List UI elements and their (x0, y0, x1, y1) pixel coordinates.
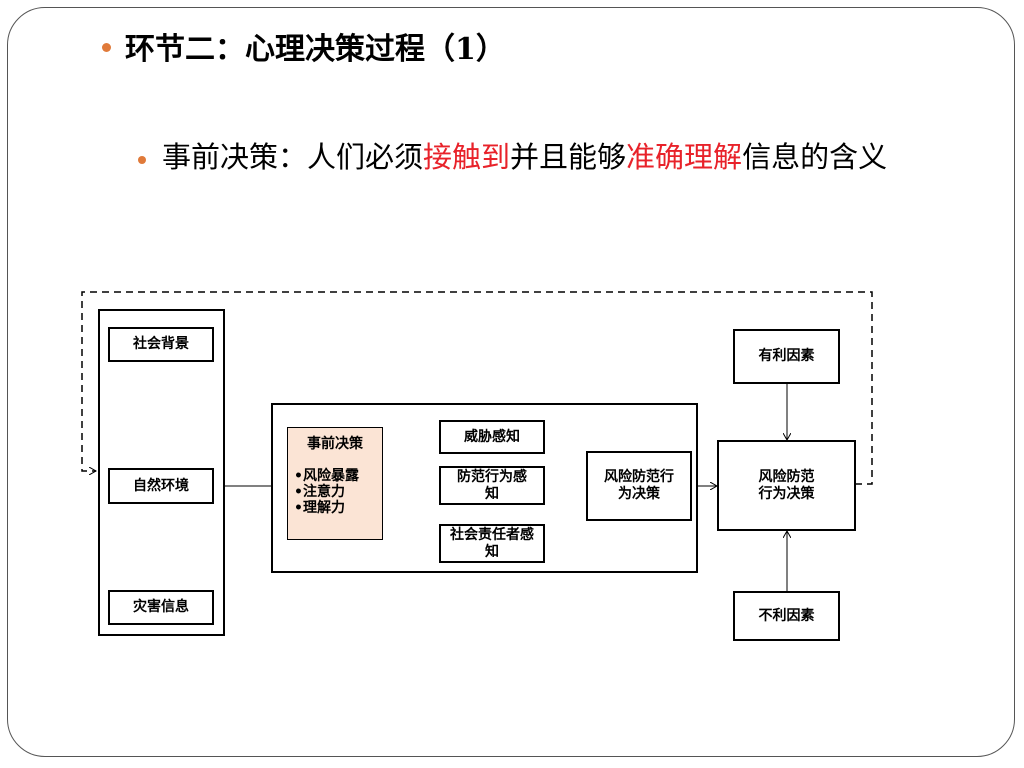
feedback-loop-dashed (81, 291, 873, 485)
bullet-highlight-understand: 准确理解 (626, 140, 743, 174)
box-disaster-info: 灾害信息 (108, 590, 214, 625)
box-social-background: 社会背景 (108, 327, 214, 362)
box-final-result: 风险防范行为决策 (717, 440, 856, 531)
box-favorable: 有利因素 (733, 329, 840, 384)
bullet-middle: 并且能够 (510, 140, 627, 174)
bullet-dot-icon (138, 156, 146, 164)
box-natural-environment: 自然环境 (108, 468, 214, 504)
box-unfavorable: 不利因素 (733, 591, 840, 641)
pre-decision-item: •理解力 (294, 500, 345, 516)
bullet-point: 事前决策：人们必须接触到并且能够准确理解信息的含义 (138, 140, 958, 174)
bullet-suffix: 信息的含义 (742, 140, 888, 174)
bullet-highlight-contact: 接触到 (423, 140, 511, 174)
pre-decision-title: 事前决策 (307, 436, 363, 452)
bullet-dot-icon (102, 42, 111, 52)
box-middle-result: 风险防范行为决策 (586, 451, 692, 521)
box-social-responsibility-perception: 社会责任者感知 (439, 524, 545, 563)
pre-decision-item: •注意力 (294, 484, 345, 500)
pre-decision-item: •风险暴露 (294, 468, 359, 484)
box-threat-perception: 威胁感知 (439, 420, 545, 454)
box-pre-decision: 事前决策 •风险暴露 •注意力 •理解力 (287, 427, 383, 540)
bullet-prefix: 事前决策：人们必须 (162, 140, 424, 174)
slide-title: 环节二：心理决策过程（1） (102, 24, 506, 68)
title-text: 环节二：心理决策过程（1） (125, 32, 506, 67)
box-prevention-perception: 防范行为感知 (439, 466, 545, 505)
bullet-text: 事前决策：人们必须接触到并且能够准确理解信息的含义 (162, 140, 958, 174)
